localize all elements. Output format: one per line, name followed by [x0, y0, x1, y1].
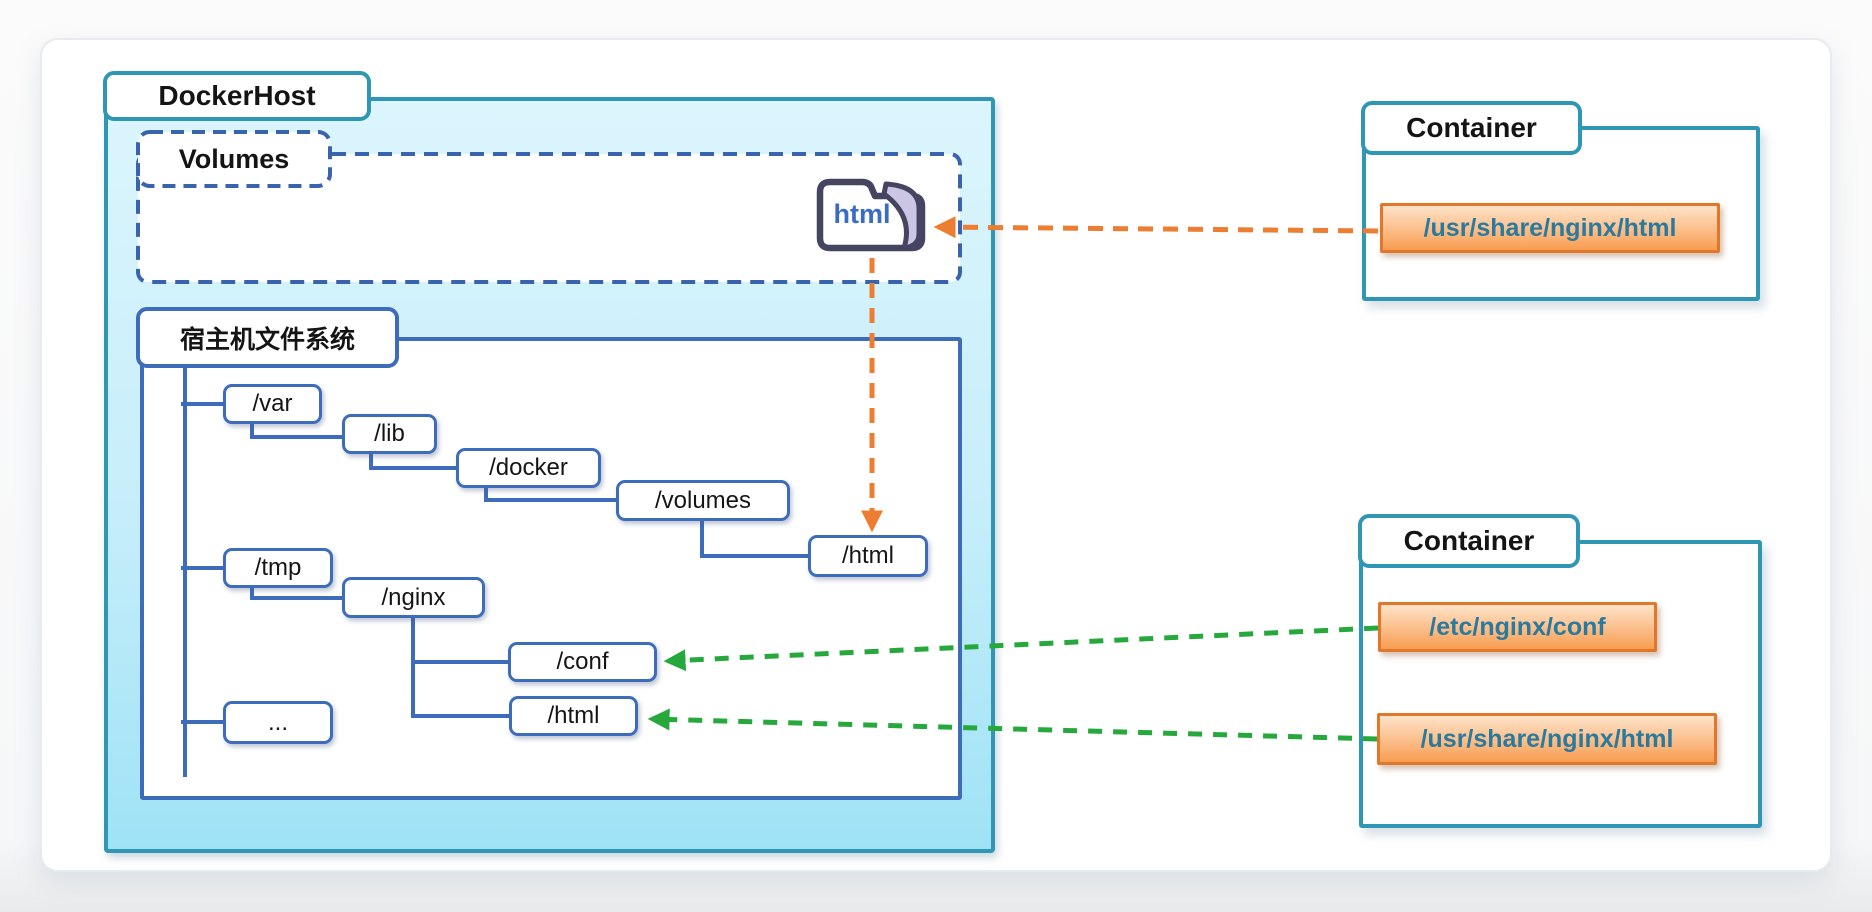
tree-node-bind-html: /html — [509, 696, 638, 736]
tree-node-volume-html: /html — [808, 535, 928, 577]
tree-node-volumes-text: /volumes — [654, 486, 752, 514]
container-bottom-label-text: Container — [1403, 525, 1535, 556]
container-top-path-text: /usr/share/nginx/html — [1423, 213, 1677, 242]
tree-node-lib: /lib — [342, 414, 437, 454]
tree-connector-lines — [181, 366, 810, 777]
folder-icon — [816, 178, 926, 252]
tree-node-docker-text: /docker — [489, 454, 568, 481]
container-bottom-label: Container — [1358, 514, 1580, 568]
dockerhost-label-text: DockerHost — [158, 80, 316, 111]
dockerhost-label: DockerHost — [103, 71, 371, 121]
tree-node-nginx-text: /nginx — [381, 583, 446, 611]
container-bottom-path-conf-text: /etc/nginx/conf — [1429, 612, 1606, 641]
container-bottom-box — [1359, 540, 1762, 828]
volume-folder-name: html — [833, 199, 891, 229]
tree-node-nginx: /nginx — [342, 577, 485, 618]
container-top-label-text: Container — [1406, 112, 1537, 143]
volumes-label: Volumes — [138, 132, 330, 186]
tree-node-var-text: /var — [252, 390, 293, 417]
tree-node-tmp: /tmp — [223, 548, 333, 588]
container-bottom-path-usr-share-nginx-html: /usr/share/nginx/html — [1377, 713, 1717, 765]
container-top-label: Container — [1361, 101, 1582, 155]
host-filesystem-label: 宿主机文件系统 — [136, 307, 399, 368]
tree-node-docker: /docker — [456, 448, 601, 488]
tree-node-conf: /conf — [508, 642, 657, 682]
volumes-label-dashed-tab — [136, 130, 332, 188]
tree-node-bind-html-text: /html — [547, 702, 600, 729]
container-top-path-usr-share-nginx-html: /usr/share/nginx/html — [1380, 203, 1720, 253]
container-bottom-path-etc-nginx-conf: /etc/nginx/conf — [1378, 602, 1657, 652]
tree-node-more: ... — [223, 701, 333, 744]
tree-node-lib-text: /lib — [374, 420, 405, 447]
tree-node-volume-html-text: /html — [841, 542, 894, 569]
tree-node-more-text: ... — [267, 708, 288, 736]
volume-folder: html — [812, 164, 938, 256]
tree-node-volumes: /volumes — [616, 480, 790, 521]
volumes-label-text: Volumes — [178, 143, 290, 174]
host-filesystem-label-text: 宿主机文件系统 — [179, 325, 355, 354]
tree-node-conf-text: /conf — [556, 648, 609, 675]
tree-node-tmp-text: /tmp — [254, 554, 302, 581]
container-bottom-path-html-text: /usr/share/nginx/html — [1420, 724, 1674, 753]
volumes-dashed-box — [136, 152, 962, 284]
tree-node-var: /var — [223, 384, 322, 424]
